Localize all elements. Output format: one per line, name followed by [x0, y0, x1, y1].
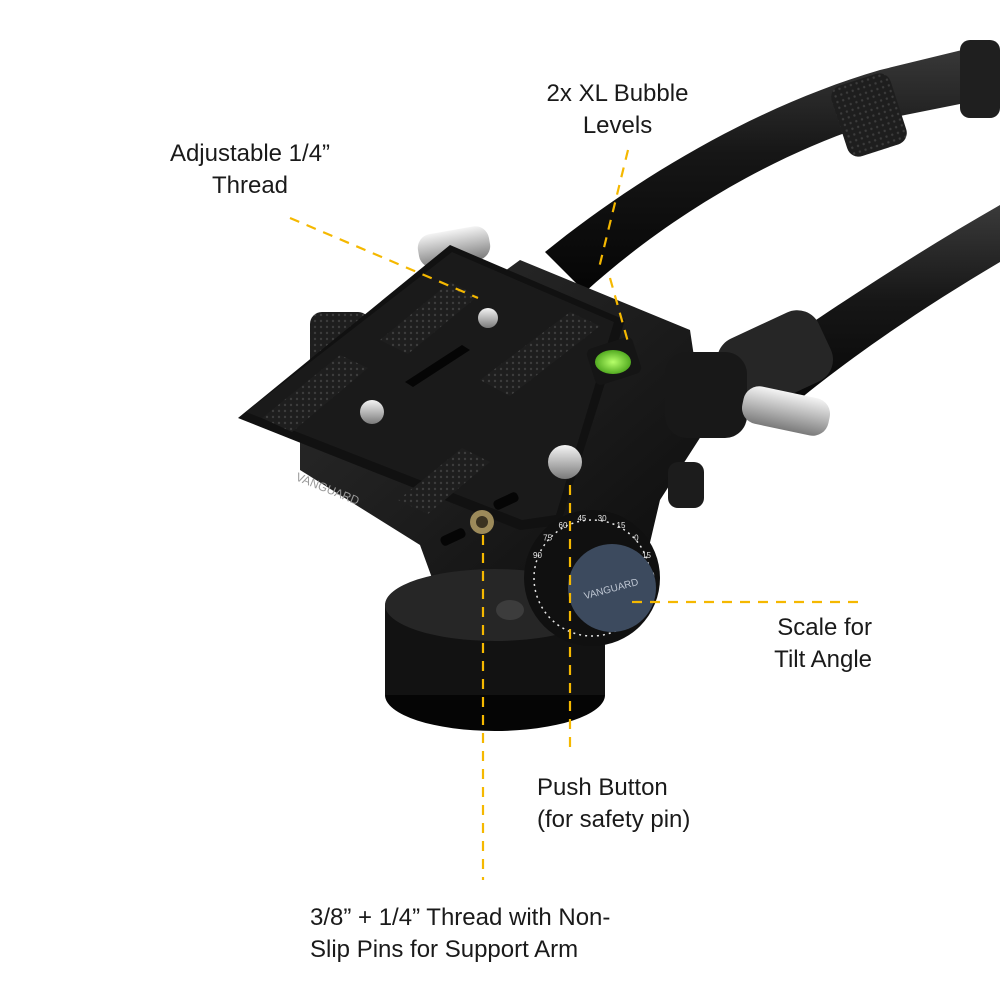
plate-grip-pads [262, 282, 600, 514]
callout-push-button: Push Button (for safety pin) [537, 772, 690, 836]
front-pin-slot-2 [493, 492, 519, 510]
callout-line: 3/8” + 1/4” Thread with Non- [310, 904, 611, 931]
dial-tick-label: 30 [598, 514, 607, 523]
leader-levels [596, 149, 630, 273]
callout-line: Push Button [537, 774, 668, 801]
tilt-dial-cap [568, 544, 656, 632]
dial-tick-label: 90 [533, 551, 542, 560]
callout-support-arm-thread: 3/8” + 1/4” Thread with Non- Slip Pins f… [310, 902, 610, 966]
callout-line: Thread [211, 172, 289, 199]
callout-leaders [289, 149, 862, 880]
plate-top-face [246, 252, 614, 520]
arm-clamp-screw [741, 386, 831, 436]
callout-line: 2x XL Bubble [546, 80, 689, 107]
base-bolt [496, 600, 524, 620]
plate-pin [478, 308, 498, 328]
arm-clamp [665, 352, 747, 438]
front-pin-slot [440, 528, 466, 546]
arm-grip-end [960, 40, 1000, 118]
callout-line: Levels [582, 112, 653, 139]
camera-screw [360, 400, 384, 424]
callout-line: (for safety pin) [537, 806, 691, 833]
callout-tilt-scale: Scale for Tilt Angle [690, 612, 872, 676]
callout-line: Slip Pins for Support Arm [310, 936, 579, 963]
dial-tick-label: 15 [642, 551, 651, 560]
dial-tick-label: 0 [634, 534, 639, 543]
leader-levels-2 [608, 277, 630, 343]
leader-thread [289, 216, 479, 300]
arm-clamp-knob [668, 462, 704, 508]
arm-grip-ring [831, 73, 907, 157]
callout-line: Tilt Angle [774, 646, 872, 673]
callout-line: Scale for [777, 614, 872, 641]
dial-tick-label: 75 [543, 534, 552, 543]
push-button [548, 445, 582, 479]
plate-slot [405, 345, 470, 387]
dial-tick-label: 60 [559, 521, 568, 530]
dial-tick-label: 45 [577, 514, 586, 523]
callout-line: Adjustable 1/4” [169, 140, 331, 167]
callout-adjustable-thread: Adjustable 1/4” Thread [140, 138, 360, 202]
callout-bubble-levels: 2x XL Bubble Levels [515, 78, 720, 142]
dial-tick-label: 15 [617, 521, 626, 530]
